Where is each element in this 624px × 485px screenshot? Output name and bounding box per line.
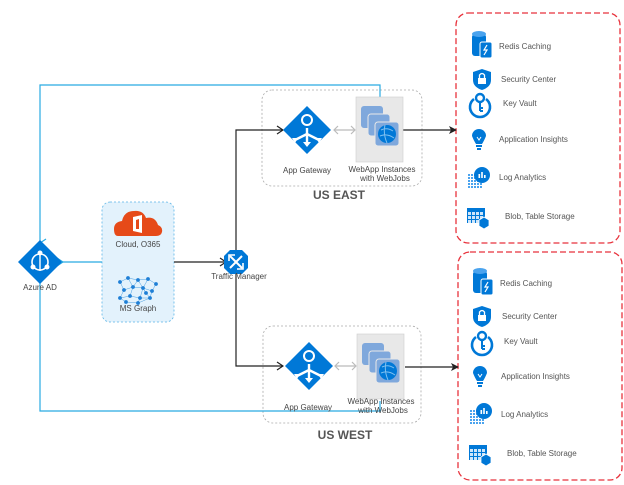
east-to-aad-link	[40, 84, 381, 243]
east-key-vault-icon[interactable]	[468, 92, 492, 119]
east-storage-icon[interactable]	[467, 208, 490, 230]
ms-graph-label: MS Graph	[119, 304, 157, 313]
east-storage-label: Blob, Table Storage	[505, 212, 575, 221]
west-log-analytics-icon[interactable]	[470, 403, 492, 424]
webapp-west-icon[interactable]	[356, 333, 405, 400]
west-storage-icon[interactable]	[469, 445, 492, 467]
east-gw-webapp-link	[333, 125, 356, 135]
traffic-manager-label: Traffic Manager	[211, 272, 267, 281]
us-east-services-group	[455, 12, 621, 244]
east-log-analytics-icon[interactable]	[468, 167, 490, 188]
tm-to-west-link	[235, 274, 283, 366]
app-gateway-west-label: App Gateway	[283, 403, 333, 412]
east-security-label: Security Center	[501, 75, 557, 84]
webapp-west-label-2: with WebJobs	[358, 406, 408, 415]
west-appinsights-label: Application Insights	[501, 372, 570, 381]
east-security-center-icon[interactable]	[473, 69, 491, 90]
east-loganalytics-label: Log Analytics	[499, 173, 547, 182]
east-redis-cache-icon[interactable]	[472, 31, 493, 59]
us-west-region	[262, 325, 422, 424]
west-redis-label: Redis Caching	[500, 279, 553, 288]
webapp-west-label-1: WebApp Instances	[347, 397, 415, 406]
east-keyvault-label: Key Vault	[503, 99, 537, 108]
webapp-east-icon[interactable]	[355, 96, 404, 163]
us-east-region	[261, 89, 423, 187]
west-key-vault-icon[interactable]	[470, 330, 494, 357]
west-app-insights-icon[interactable]	[473, 366, 487, 387]
west-loganalytics-label: Log Analytics	[501, 410, 549, 419]
west-to-aad-link	[39, 275, 381, 412]
webapp-east-label-2: with WebJobs	[360, 174, 410, 183]
west-gw-webapp-link	[334, 361, 357, 371]
west-security-center-icon[interactable]	[473, 306, 491, 327]
tm-to-east-link	[235, 130, 283, 252]
app-gateway-east-label: App Gateway	[282, 166, 332, 175]
us-east-title: US EAST	[312, 188, 366, 202]
west-keyvault-label: Key Vault	[504, 337, 538, 346]
west-redis-cache-icon[interactable]	[473, 268, 494, 296]
office365-cloud-icon[interactable]	[114, 210, 163, 236]
east-redis-label: Redis Caching	[499, 42, 552, 51]
cloud-o365-label: Cloud, O365	[115, 240, 161, 249]
app-gateway-west-icon[interactable]	[285, 342, 333, 390]
us-west-title: US WEST	[317, 428, 373, 442]
west-storage-label: Blob, Table Storage	[507, 449, 577, 458]
traffic-manager-icon[interactable]	[224, 250, 248, 274]
webapp-east-label-1: WebApp Instances	[348, 165, 416, 174]
west-security-label: Security Center	[502, 312, 558, 321]
azure-ad-icon[interactable]	[18, 240, 62, 284]
app-gateway-east-icon[interactable]	[283, 106, 331, 154]
ms-graph-icon[interactable]	[118, 276, 158, 305]
azure-ad-label: Azure AD	[23, 283, 57, 292]
east-appinsights-label: Application Insights	[499, 135, 568, 144]
east-app-insights-icon[interactable]	[472, 129, 486, 150]
